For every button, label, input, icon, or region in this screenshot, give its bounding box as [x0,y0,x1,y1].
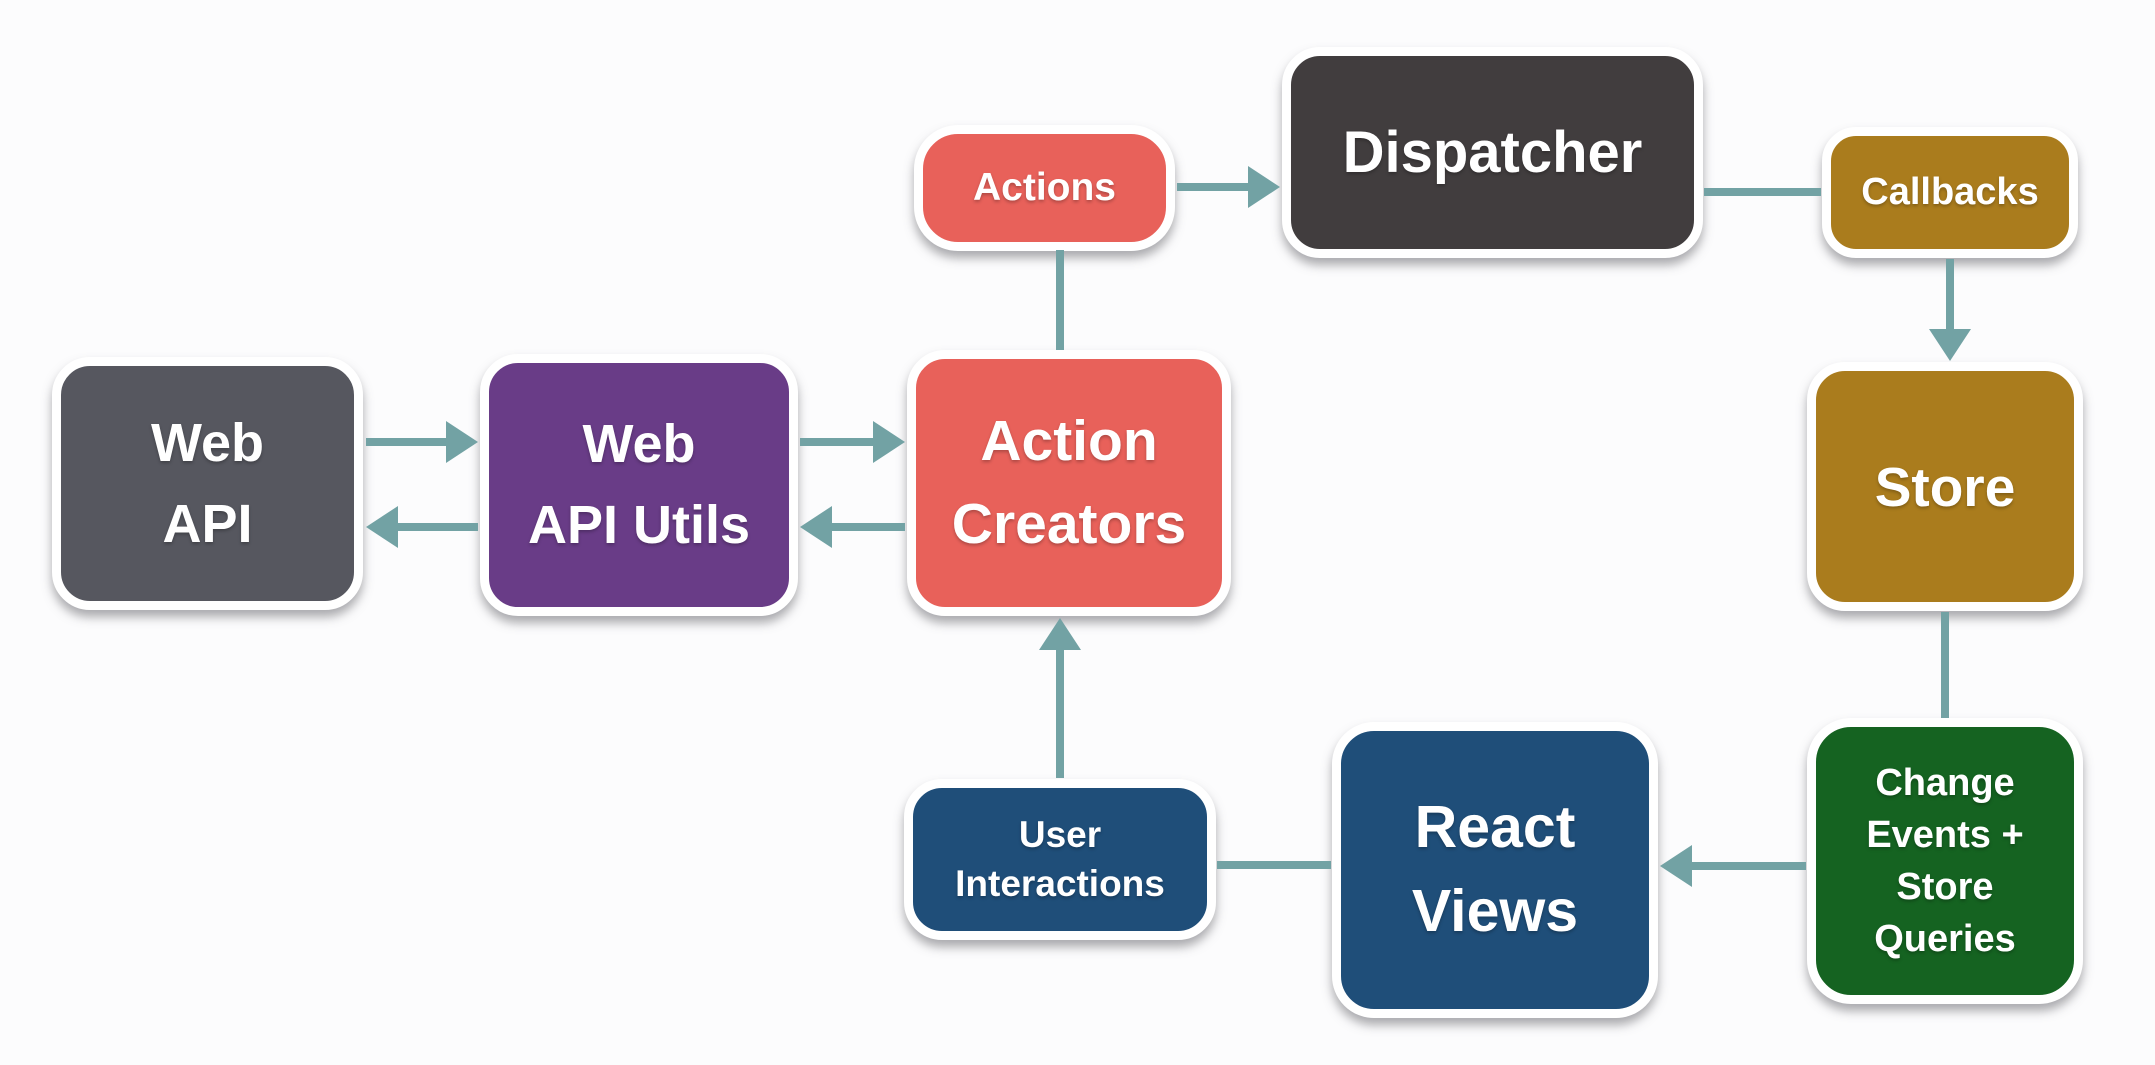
node-actions-label: Actions [972,166,1116,209]
arrow-shaft [366,438,450,446]
node-web-api-utils-label: Web API Utils [527,414,751,555]
node-actions: Actions [914,125,1175,251]
node-web-api-label: Web API [150,412,264,554]
arrow-web-api-to-web-api-utils [366,421,478,463]
arrow-shaft [1946,259,1954,333]
node-callbacks-label: Callbacks [1861,171,2039,213]
node-web-api-utils: Web API Utils [480,354,798,616]
arrowhead-up-icon [1039,618,1081,650]
line-react-views-to-user-interactions [1217,861,1331,869]
arrow-user-interactions-to-action-creators [1039,618,1081,778]
line-shaft [1217,861,1331,869]
node-dispatcher-label: Dispatcher [1342,120,1643,185]
arrow-web-api-utils-to-action-creators [800,421,905,463]
arrowhead-right-icon [446,421,478,463]
line-shaft [1704,188,1821,196]
node-web-api: Web API [52,357,363,610]
arrowhead-left-icon [800,506,832,548]
node-change-events-label: Change Events + Store Queries [1866,761,2024,961]
arrowhead-right-icon [1248,166,1280,208]
arrow-web-api-utils-to-web-api [366,506,478,548]
arrow-change-events-to-react-views [1660,845,1806,887]
arrow-shaft [394,523,478,531]
arrow-actions-to-dispatcher [1177,166,1280,208]
line-shaft [1056,250,1064,350]
arrowhead-left-icon [366,506,398,548]
arrow-shaft [800,438,877,446]
arrow-shaft [1688,862,1806,870]
node-react-views-label: React Views [1411,794,1579,944]
arrow-shaft [1056,646,1064,778]
node-action-creators-label: Action Creators [951,409,1187,556]
node-action-creators: Action Creators [907,350,1231,616]
arrowhead-left-icon [1660,845,1692,887]
node-store: Store [1807,362,2083,611]
arrow-shaft [1177,183,1252,191]
arrow-callbacks-to-store [1929,259,1971,361]
line-store-to-change-events [1941,612,1949,718]
arrow-shaft [828,523,905,531]
node-user-interactions: User Interactions [904,779,1216,940]
node-store-label: Store [1874,455,2016,518]
node-callbacks: Callbacks [1822,127,2078,258]
line-action-creators-to-actions [1056,250,1064,350]
node-dispatcher: Dispatcher [1282,47,1703,258]
line-dispatcher-to-callbacks [1704,188,1821,196]
line-shaft [1941,612,1949,718]
arrowhead-down-icon [1929,329,1971,361]
arrow-action-creators-to-web-api-utils [800,506,905,548]
arrowhead-right-icon [873,421,905,463]
node-change-events-store-queries: Change Events + Store Queries [1807,718,2083,1004]
node-react-views: React Views [1332,722,1658,1018]
node-user-interactions-label: User Interactions [955,813,1165,904]
